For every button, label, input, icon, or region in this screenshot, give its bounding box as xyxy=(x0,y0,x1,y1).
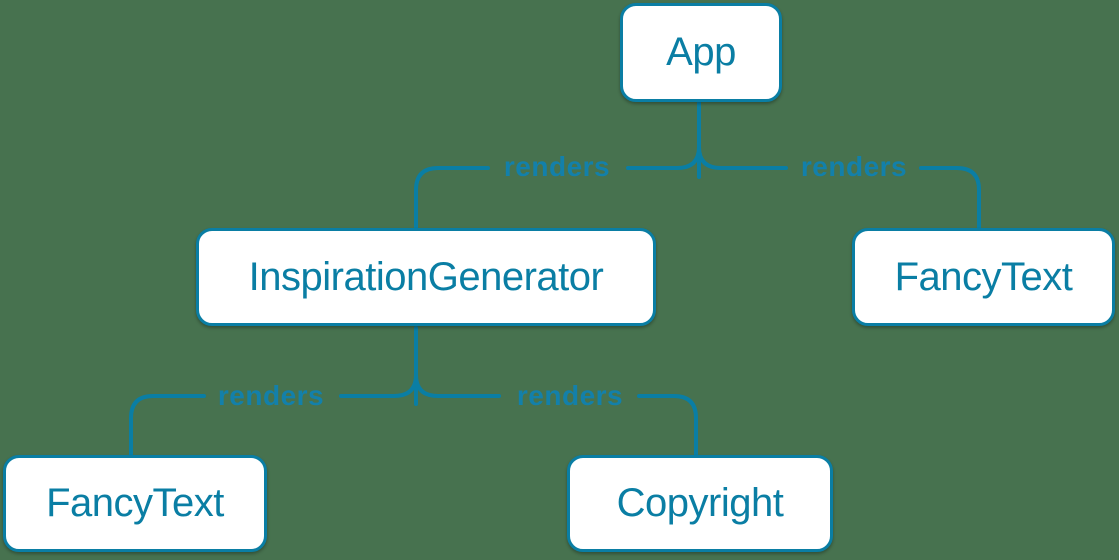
node-fancy-text-top-label: FancyText xyxy=(894,254,1073,299)
node-copyright: Copyright xyxy=(567,455,833,552)
node-fancy-text-top: FancyText xyxy=(852,228,1115,326)
node-copyright-label: Copyright xyxy=(616,481,784,525)
edge-label-renders-3: renders xyxy=(217,380,325,411)
node-fancy-text-bottom-label: FancyText xyxy=(46,481,224,525)
node-app: App xyxy=(620,3,782,102)
node-fancy-text-bottom: FancyText xyxy=(3,455,267,552)
node-inspiration-generator-label: InspirationGenerator xyxy=(248,254,604,299)
node-app-label: App xyxy=(666,30,736,74)
node-inspiration-generator: InspirationGenerator xyxy=(196,228,656,326)
edge-app-to-fancytext xyxy=(697,145,981,230)
edge-label-renders-1: renders xyxy=(503,151,611,182)
edge-label-renders-2: renders xyxy=(800,151,908,182)
edge-inspirationgenerator-to-copyright xyxy=(414,373,698,457)
edge-label-renders-4: renders xyxy=(516,380,624,411)
